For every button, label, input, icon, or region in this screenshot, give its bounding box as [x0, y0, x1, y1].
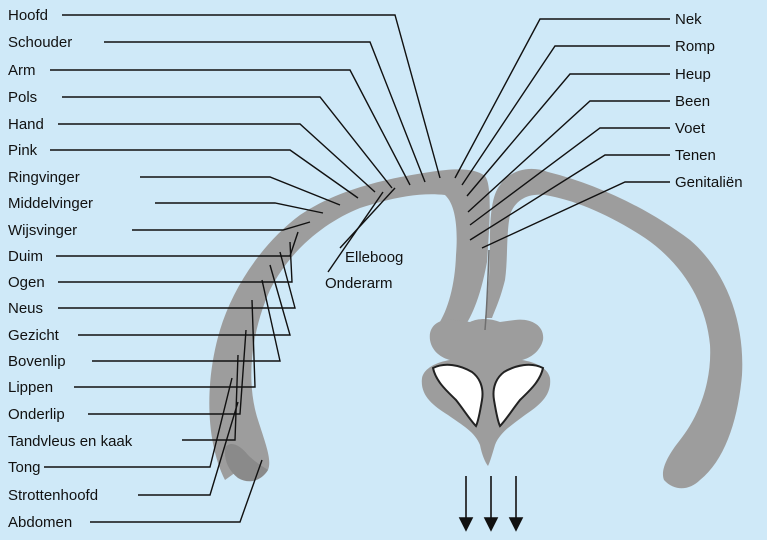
leader-line-right: [455, 19, 670, 178]
label-abdomen: Abdomen: [8, 514, 72, 531]
label-voet: Voet: [675, 120, 706, 137]
downward-arrows: [460, 476, 522, 530]
leader-line-left: [62, 97, 392, 188]
label-hand: Hand: [8, 116, 44, 133]
leader-line-left: [58, 124, 375, 192]
label-gezicht: Gezicht: [8, 327, 60, 344]
label-ringvinger: Ringvinger: [8, 169, 80, 186]
label-onderarm: Onderarm: [325, 275, 393, 292]
leader-line-left: [50, 70, 410, 185]
label-heup: Heup: [675, 66, 711, 83]
label-arm: Arm: [8, 62, 36, 79]
label-nek: Nek: [675, 11, 702, 28]
label-pols: Pols: [8, 89, 37, 106]
label-middelvinger: Middelvinger: [8, 195, 93, 212]
label-tandvleus-en-kaak: Tandvleus en kaak: [8, 433, 133, 450]
label-tenen: Tenen: [675, 147, 716, 164]
brainstem: [422, 319, 550, 466]
leader-line-left: [132, 222, 310, 230]
label-elleboog: Elleboog: [345, 249, 403, 266]
label-lippen: Lippen: [8, 379, 53, 396]
label-onderlip: Onderlip: [8, 406, 65, 423]
label-romp: Romp: [675, 38, 715, 55]
label-genitalien: Genitaliën: [675, 174, 743, 191]
leader-line-left: [155, 203, 323, 213]
label-duim: Duim: [8, 248, 43, 265]
leader-line-left: [50, 150, 358, 198]
label-wijsvinger: Wijsvinger: [8, 222, 77, 239]
label-tong: Tong: [8, 459, 41, 476]
leader-line-left: [44, 378, 232, 467]
label-been: Been: [675, 93, 710, 110]
label-strottenhoofd: Strottenhoofd: [8, 487, 98, 504]
label-schouder: Schouder: [8, 34, 72, 51]
leader-lines: [44, 15, 670, 522]
label-bovenlip: Bovenlip: [8, 353, 66, 370]
label-neus: Neus: [8, 300, 43, 317]
label-hoofd: Hoofd: [8, 7, 48, 24]
leader-line-left: [104, 42, 425, 182]
leader-line-left: [140, 177, 340, 205]
label-pink: Pink: [8, 142, 38, 159]
label-ogen: Ogen: [8, 274, 45, 291]
